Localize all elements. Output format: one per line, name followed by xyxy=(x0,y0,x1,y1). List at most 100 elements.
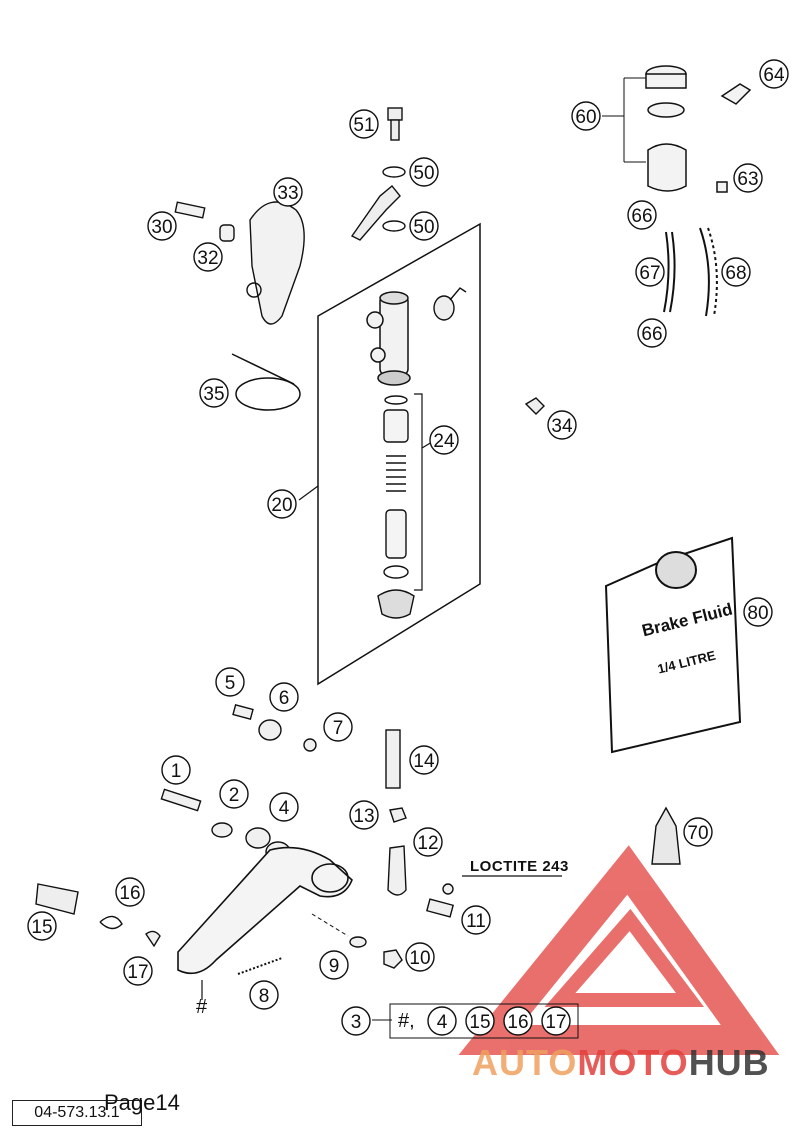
reference-code: 04-573.13.1 xyxy=(12,1100,142,1126)
svg-text:70: 70 xyxy=(687,823,708,844)
callout-67: 67 xyxy=(635,257,665,287)
callout-70: 70 xyxy=(683,817,713,847)
callout-35: 35 xyxy=(199,378,229,408)
callout-66-lower: 66 xyxy=(637,318,667,348)
callout-3: 3 xyxy=(341,1006,371,1036)
callout-17: 17 xyxy=(123,956,153,986)
svg-text:50: 50 xyxy=(413,217,434,238)
watermark-auto: AUTO xyxy=(472,1042,578,1083)
callout-10: 10 xyxy=(405,942,435,972)
watermark-text: AUTOMOTOHUB xyxy=(472,1042,770,1084)
callout-16: 16 xyxy=(115,877,145,907)
callout-15: 15 xyxy=(27,911,57,941)
heat-shield xyxy=(174,201,305,325)
kit-callout-16: 16 xyxy=(503,1006,533,1036)
banjo-assembly xyxy=(350,107,406,241)
svg-text:35: 35 xyxy=(203,384,224,405)
reservoir-hoses xyxy=(663,227,718,317)
fluid-reservoir xyxy=(645,65,752,193)
callout-30: 30 xyxy=(147,211,177,241)
svg-text:12: 12 xyxy=(417,833,438,854)
callout-6: 6 xyxy=(269,682,299,712)
svg-text:20: 20 xyxy=(271,495,292,516)
callout-80: 80 xyxy=(743,597,773,627)
svg-text:33: 33 xyxy=(277,183,298,204)
svg-text:8: 8 xyxy=(259,986,270,1007)
svg-text:15: 15 xyxy=(31,917,52,938)
svg-text:60: 60 xyxy=(575,107,596,128)
svg-text:64: 64 xyxy=(763,65,785,86)
svg-text:4: 4 xyxy=(437,1012,448,1033)
hose-fitting xyxy=(433,287,467,321)
svg-text:34: 34 xyxy=(551,416,573,437)
watermark-logo xyxy=(458,845,780,1055)
callout-50-lower: 50 xyxy=(409,211,439,241)
brake-pedal xyxy=(177,846,353,975)
svg-text:7: 7 xyxy=(333,718,344,739)
svg-text:32: 32 xyxy=(197,248,218,269)
svg-text:30: 30 xyxy=(151,217,172,238)
callout-7: 7 xyxy=(323,712,353,742)
svg-text:50: 50 xyxy=(413,163,434,184)
svg-text:63: 63 xyxy=(737,169,758,190)
return-spring xyxy=(237,957,283,975)
callout-24: 24 xyxy=(429,425,459,455)
svg-text:5: 5 xyxy=(225,673,236,694)
callout-20: 20 xyxy=(267,489,297,519)
master-cylinder-body xyxy=(366,291,411,386)
kit-callout-4: 4 xyxy=(427,1006,457,1036)
svg-text:24: 24 xyxy=(433,431,455,452)
svg-text:10: 10 xyxy=(409,948,430,969)
svg-text:66: 66 xyxy=(641,324,662,345)
callout-34: 34 xyxy=(547,410,577,440)
svg-text:17: 17 xyxy=(127,962,148,983)
brake-fluid-bottle xyxy=(604,536,742,754)
watermark-moto: MOTO xyxy=(577,1042,689,1083)
loctite-label: LOCTITE 243 xyxy=(470,858,569,875)
svg-text:15: 15 xyxy=(469,1012,490,1033)
svg-text:14: 14 xyxy=(413,751,435,772)
repair-kit-internals xyxy=(377,395,415,619)
callout-4: 4 xyxy=(269,792,299,822)
callout-60: 60 xyxy=(571,101,601,131)
callout-50: 50 xyxy=(409,157,439,187)
svg-text:4: 4 xyxy=(279,798,290,819)
pedal-tip xyxy=(35,883,161,948)
svg-text:6: 6 xyxy=(279,688,290,709)
callout-13: 13 xyxy=(349,800,379,830)
callout-68: 68 xyxy=(721,257,751,287)
svg-text:68: 68 xyxy=(725,263,746,284)
callout-2: 2 xyxy=(219,779,249,809)
svg-text:16: 16 xyxy=(119,883,140,904)
svg-text:9: 9 xyxy=(329,956,340,977)
svg-text:51: 51 xyxy=(353,115,374,136)
svg-text:17: 17 xyxy=(545,1012,566,1033)
callout-5: 5 xyxy=(215,667,245,697)
master-cylinder-frame xyxy=(317,222,481,686)
callout-9: 9 xyxy=(319,950,349,980)
callout-1: 1 xyxy=(161,755,191,785)
svg-text:66: 66 xyxy=(631,206,652,227)
svg-text:3: 3 xyxy=(351,1012,362,1033)
callout-66: 66 xyxy=(627,200,657,230)
svg-text:1: 1 xyxy=(171,761,182,782)
svg-text:2: 2 xyxy=(229,785,240,806)
hash-label: # xyxy=(196,996,208,1018)
kit-hash-label: #, xyxy=(398,1010,415,1032)
svg-text:16: 16 xyxy=(507,1012,528,1033)
watermark-hub: HUB xyxy=(688,1042,770,1083)
callout-8: 8 xyxy=(249,980,279,1010)
callout-14: 14 xyxy=(409,745,439,775)
svg-text:13: 13 xyxy=(353,806,374,827)
callout-63: 63 xyxy=(733,163,763,193)
pedal-hardware xyxy=(160,703,455,969)
callout-11: 11 xyxy=(461,905,491,935)
threadlocker-bottle xyxy=(651,806,681,865)
svg-text:80: 80 xyxy=(747,603,768,624)
callout-64: 64 xyxy=(759,59,789,89)
callout-33: 33 xyxy=(273,177,303,207)
callout-32: 32 xyxy=(193,242,223,272)
callout-12: 12 xyxy=(413,827,443,857)
